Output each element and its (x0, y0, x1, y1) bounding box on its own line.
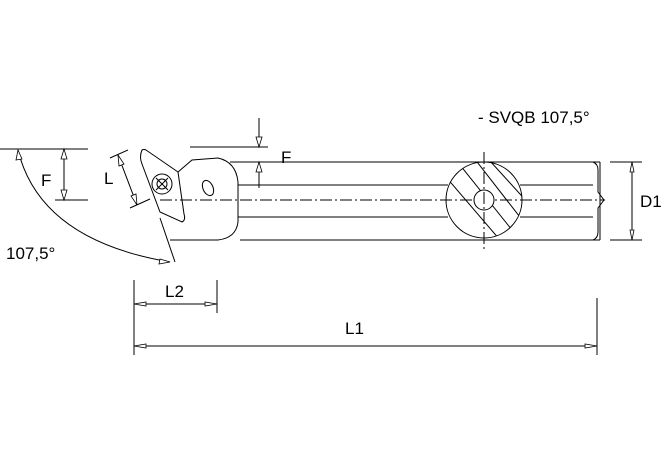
dimension-l-insert: L (104, 149, 151, 209)
bar-head (170, 157, 239, 241)
dimension-f-right: F (190, 118, 291, 188)
bar-shank (230, 161, 605, 241)
dimension-angle: 107,5° (6, 148, 176, 265)
l-insert-label: L (104, 169, 113, 188)
dimension-f-left: F (0, 147, 88, 202)
f-right-label: F (281, 148, 291, 167)
clamp-screw (151, 173, 173, 195)
l1-label: L1 (345, 319, 364, 338)
f-left-label: F (41, 171, 51, 190)
dimension-l1: L1 (133, 298, 598, 355)
cross-section (445, 152, 523, 250)
insert (140, 149, 186, 223)
dimension-l2: L2 (133, 280, 218, 355)
d1-label: D1 (640, 192, 662, 211)
l2-label: L2 (165, 282, 184, 301)
angle-label: 107,5° (6, 244, 55, 263)
tool-designation-title: - SVQB 107,5° (478, 108, 590, 127)
dimension-d1: D1 (610, 161, 662, 241)
